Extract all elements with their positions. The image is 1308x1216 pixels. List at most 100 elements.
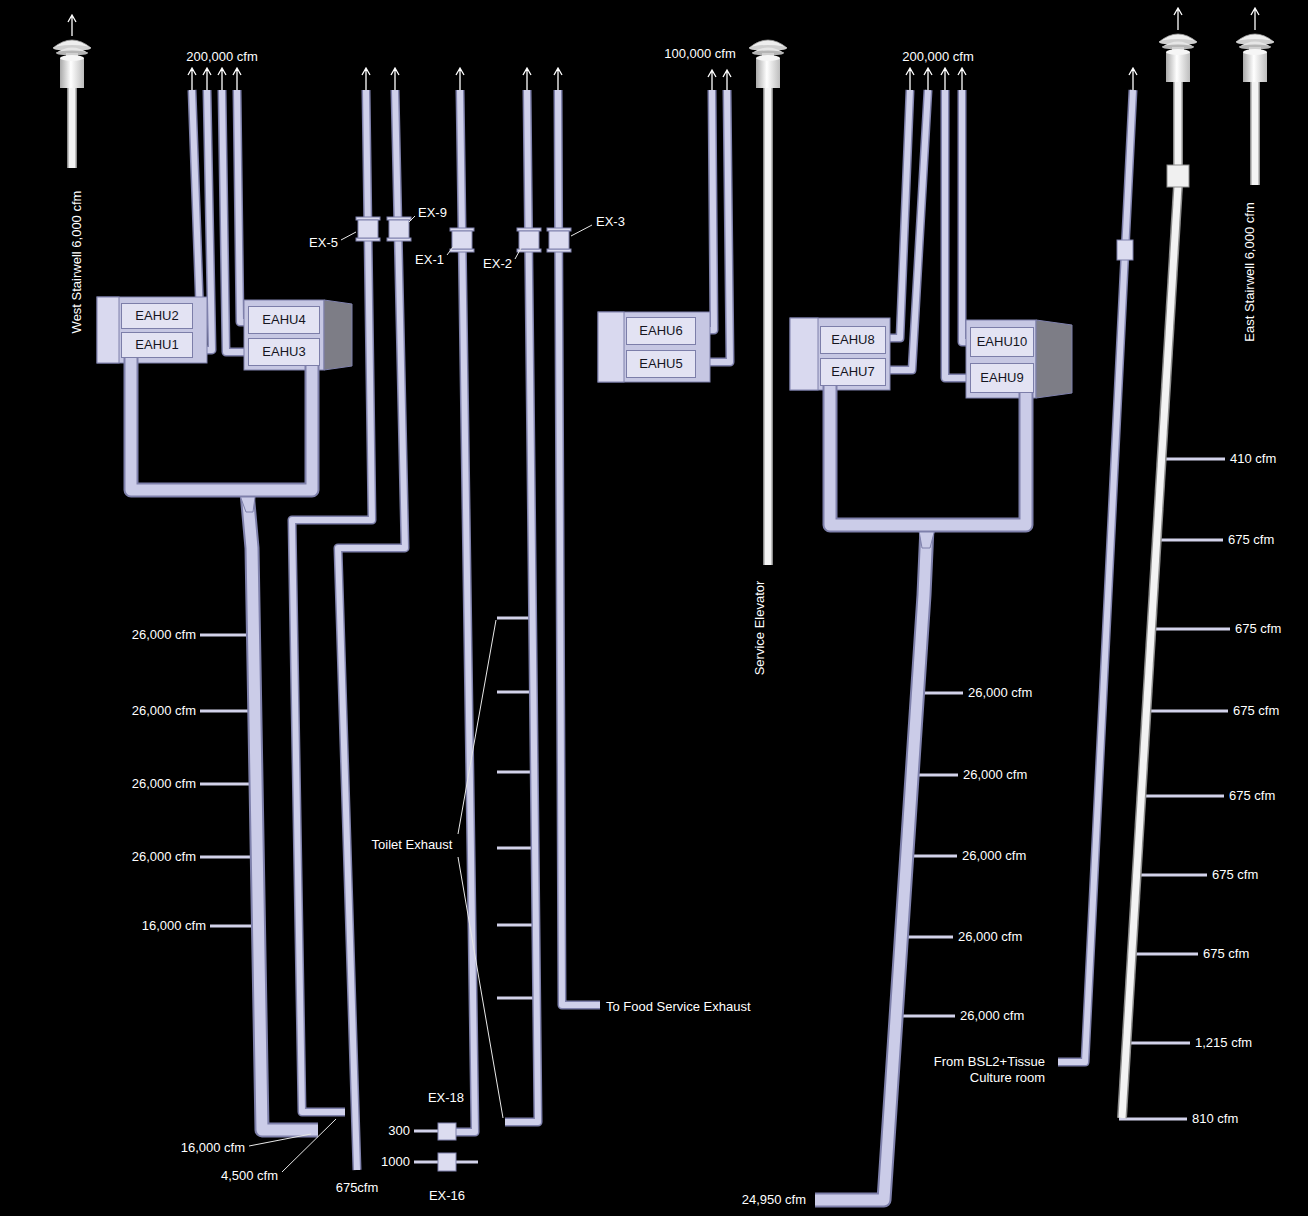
branch-airflow: 675cfm: [336, 1180, 379, 1196]
branch-airflow: 16,000 cfm: [181, 1140, 245, 1156]
branch-airflow: 26,000 cfm: [958, 929, 1022, 945]
pipe-edge: [192, 90, 1133, 1170]
ahu-name: EAHU6: [639, 323, 682, 339]
note-label: To Food Service Exhaust: [606, 999, 751, 1015]
duct-outline: [830, 386, 1026, 525]
branch-airflow: 26,000 cfm: [968, 685, 1032, 701]
flow-arrow: [188, 68, 241, 90]
ahu-face: [97, 297, 119, 363]
ahu-body: [790, 318, 890, 390]
leader-line: [409, 216, 415, 222]
branch-airflow: 675 cfm: [1203, 946, 1249, 962]
air-handling-units: [97, 297, 1072, 398]
exhaust-stack: [53, 40, 91, 88]
ahu-label-box: EAHU1: [121, 332, 193, 358]
duct-body: [247, 492, 927, 1200]
leader-line: [282, 1119, 336, 1172]
ahu-name: EAHU1: [135, 337, 178, 353]
fan-tag: EX-5: [309, 235, 338, 251]
fan-tag: EX-2: [483, 256, 512, 272]
exhaust-stack: [1159, 34, 1197, 82]
branch-airflow: 24,950 cfm: [742, 1192, 806, 1208]
branch-airflow: 675 cfm: [1228, 532, 1274, 548]
ahu-side: [324, 300, 352, 370]
leader-line: [458, 857, 503, 1118]
airflow-label: 200,000 cfm: [186, 49, 258, 65]
ahu-face: [598, 312, 624, 382]
exhaust-duct: [830, 386, 1026, 525]
pipe-coupler: [1167, 165, 1189, 187]
fan-tag: EX-9: [418, 205, 447, 221]
exhaust-fan: [549, 231, 569, 249]
ahu-name: EAHU2: [135, 308, 178, 324]
ahu-side: [1036, 320, 1072, 398]
airflow-label: 200,000 cfm: [902, 49, 974, 65]
exhaust-fan: [438, 1153, 456, 1171]
note-label: Toilet Exhaust: [372, 837, 453, 853]
flow-arrow: [708, 70, 731, 90]
branch-airflow: 4,500 cfm: [221, 1168, 278, 1184]
ahu-label-box: EAHU6: [626, 317, 696, 345]
exhaust-fan: [358, 220, 378, 238]
duct-outline: [131, 358, 312, 490]
ahu-label-box: EAHU7: [820, 358, 886, 386]
branch-airflow: 410 cfm: [1230, 451, 1276, 467]
ahu-label-box: EAHU8: [820, 326, 886, 354]
ahu-label-box: EAHU10: [970, 327, 1034, 357]
note-label: From BSL2+Tissue Culture room: [915, 1054, 1045, 1085]
leader-line: [447, 247, 453, 255]
leader-line: [341, 232, 356, 240]
ahu-name: EAHU4: [262, 312, 305, 328]
ahu-body: [598, 312, 710, 382]
ahu-name: EAHU10: [977, 334, 1028, 350]
ahu-name: EAHU3: [262, 344, 305, 360]
branch-airflow: 675 cfm: [1233, 703, 1279, 719]
branch-airflow: 26,000 cfm: [960, 1008, 1024, 1024]
branch-airflow: 675 cfm: [1212, 867, 1258, 883]
fan-tag: EX-18: [428, 1090, 464, 1106]
branch-airflow: 26,000 cfm: [963, 767, 1027, 783]
leader-lines: [249, 216, 592, 1172]
stack-label: West Stairwell 6,000 cfm: [69, 191, 85, 334]
exhaust-fans: [356, 217, 1133, 1171]
exhaust-fan: [438, 1123, 456, 1140]
branch-airflow: 810 cfm: [1192, 1111, 1238, 1127]
branch-airflow: 16,000 cfm: [142, 918, 206, 934]
ahu-name: EAHU5: [639, 356, 682, 372]
ahu-body: [97, 297, 207, 363]
ahu-face: [790, 318, 818, 390]
exhaust-duct: [131, 358, 312, 490]
fan-tag: EX-16: [429, 1188, 465, 1204]
exhaust-stack: [1236, 34, 1274, 82]
exhaust-fan: [452, 231, 472, 249]
stack-label: Service Elevator: [752, 581, 768, 676]
leader-line: [515, 248, 521, 259]
stack-label: East Stairwell 6,000 cfm: [1242, 202, 1258, 341]
leader-line: [458, 620, 496, 834]
branch-airflow: 26,000 cfm: [132, 627, 196, 643]
branch-airflow: 26,000 cfm: [132, 703, 196, 719]
flow-arrow: [906, 68, 1137, 90]
ahu-name: EAHU7: [831, 364, 874, 380]
flow-arrows: [68, 8, 1259, 90]
fan-tag: EX-3: [596, 214, 625, 230]
toilet-stub: [497, 618, 534, 998]
ahu-body: [966, 320, 1036, 398]
airflow-label: 100,000 cfm: [664, 46, 736, 62]
branch-airflow: 675 cfm: [1229, 788, 1275, 804]
exhaust-fan: [389, 220, 409, 238]
branch-airflow: 26,000 cfm: [962, 848, 1026, 864]
exhaust-fan: [1117, 240, 1133, 260]
duct-edge: [247, 492, 927, 1200]
ahu-label-box: EAHU4: [248, 306, 320, 334]
exhaust-stack: [749, 40, 787, 88]
ahu-label-box: EAHU3: [248, 338, 320, 366]
ahu-label-box: EAHU9: [970, 363, 1034, 393]
ahu-label-box: EAHU2: [121, 303, 193, 329]
ahu-label-box: EAHU5: [626, 350, 696, 378]
branch-airflow: 26,000 cfm: [132, 776, 196, 792]
